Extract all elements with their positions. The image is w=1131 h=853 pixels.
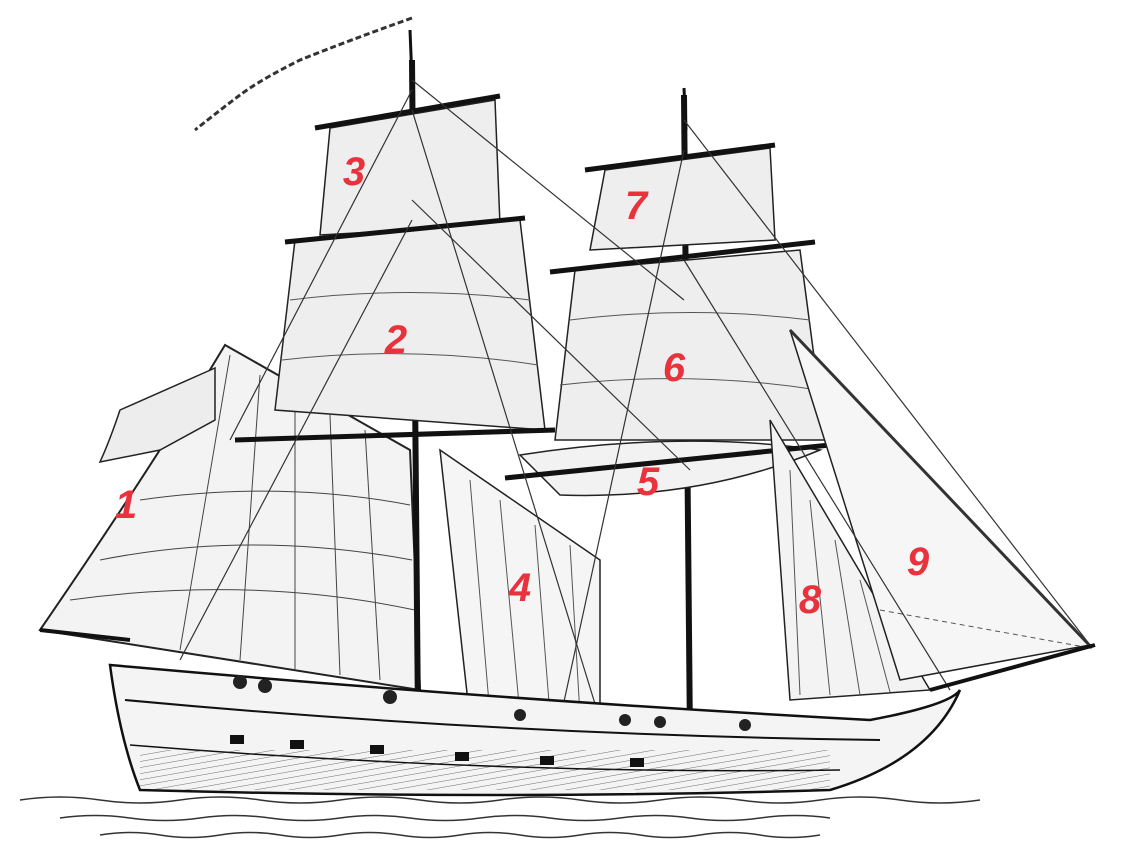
sail-label-5: 5 — [637, 462, 659, 502]
pennant-flag — [195, 18, 412, 130]
sail-label-2: 2 — [385, 320, 407, 360]
sail-label-3: 3 — [343, 152, 365, 192]
sail-label-1: 1 — [115, 485, 137, 525]
sail-fore-topgallant — [585, 145, 775, 250]
sail-label-6: 6 — [663, 348, 685, 388]
sail-label-9: 9 — [907, 542, 929, 582]
sail-main-topsail — [275, 218, 545, 430]
sail-label-7: 7 — [625, 186, 647, 226]
sea-waves — [20, 797, 980, 838]
sail-label-8: 8 — [799, 580, 821, 620]
sail-label-4: 4 — [509, 568, 531, 608]
sail-fore-topsail — [550, 242, 825, 440]
